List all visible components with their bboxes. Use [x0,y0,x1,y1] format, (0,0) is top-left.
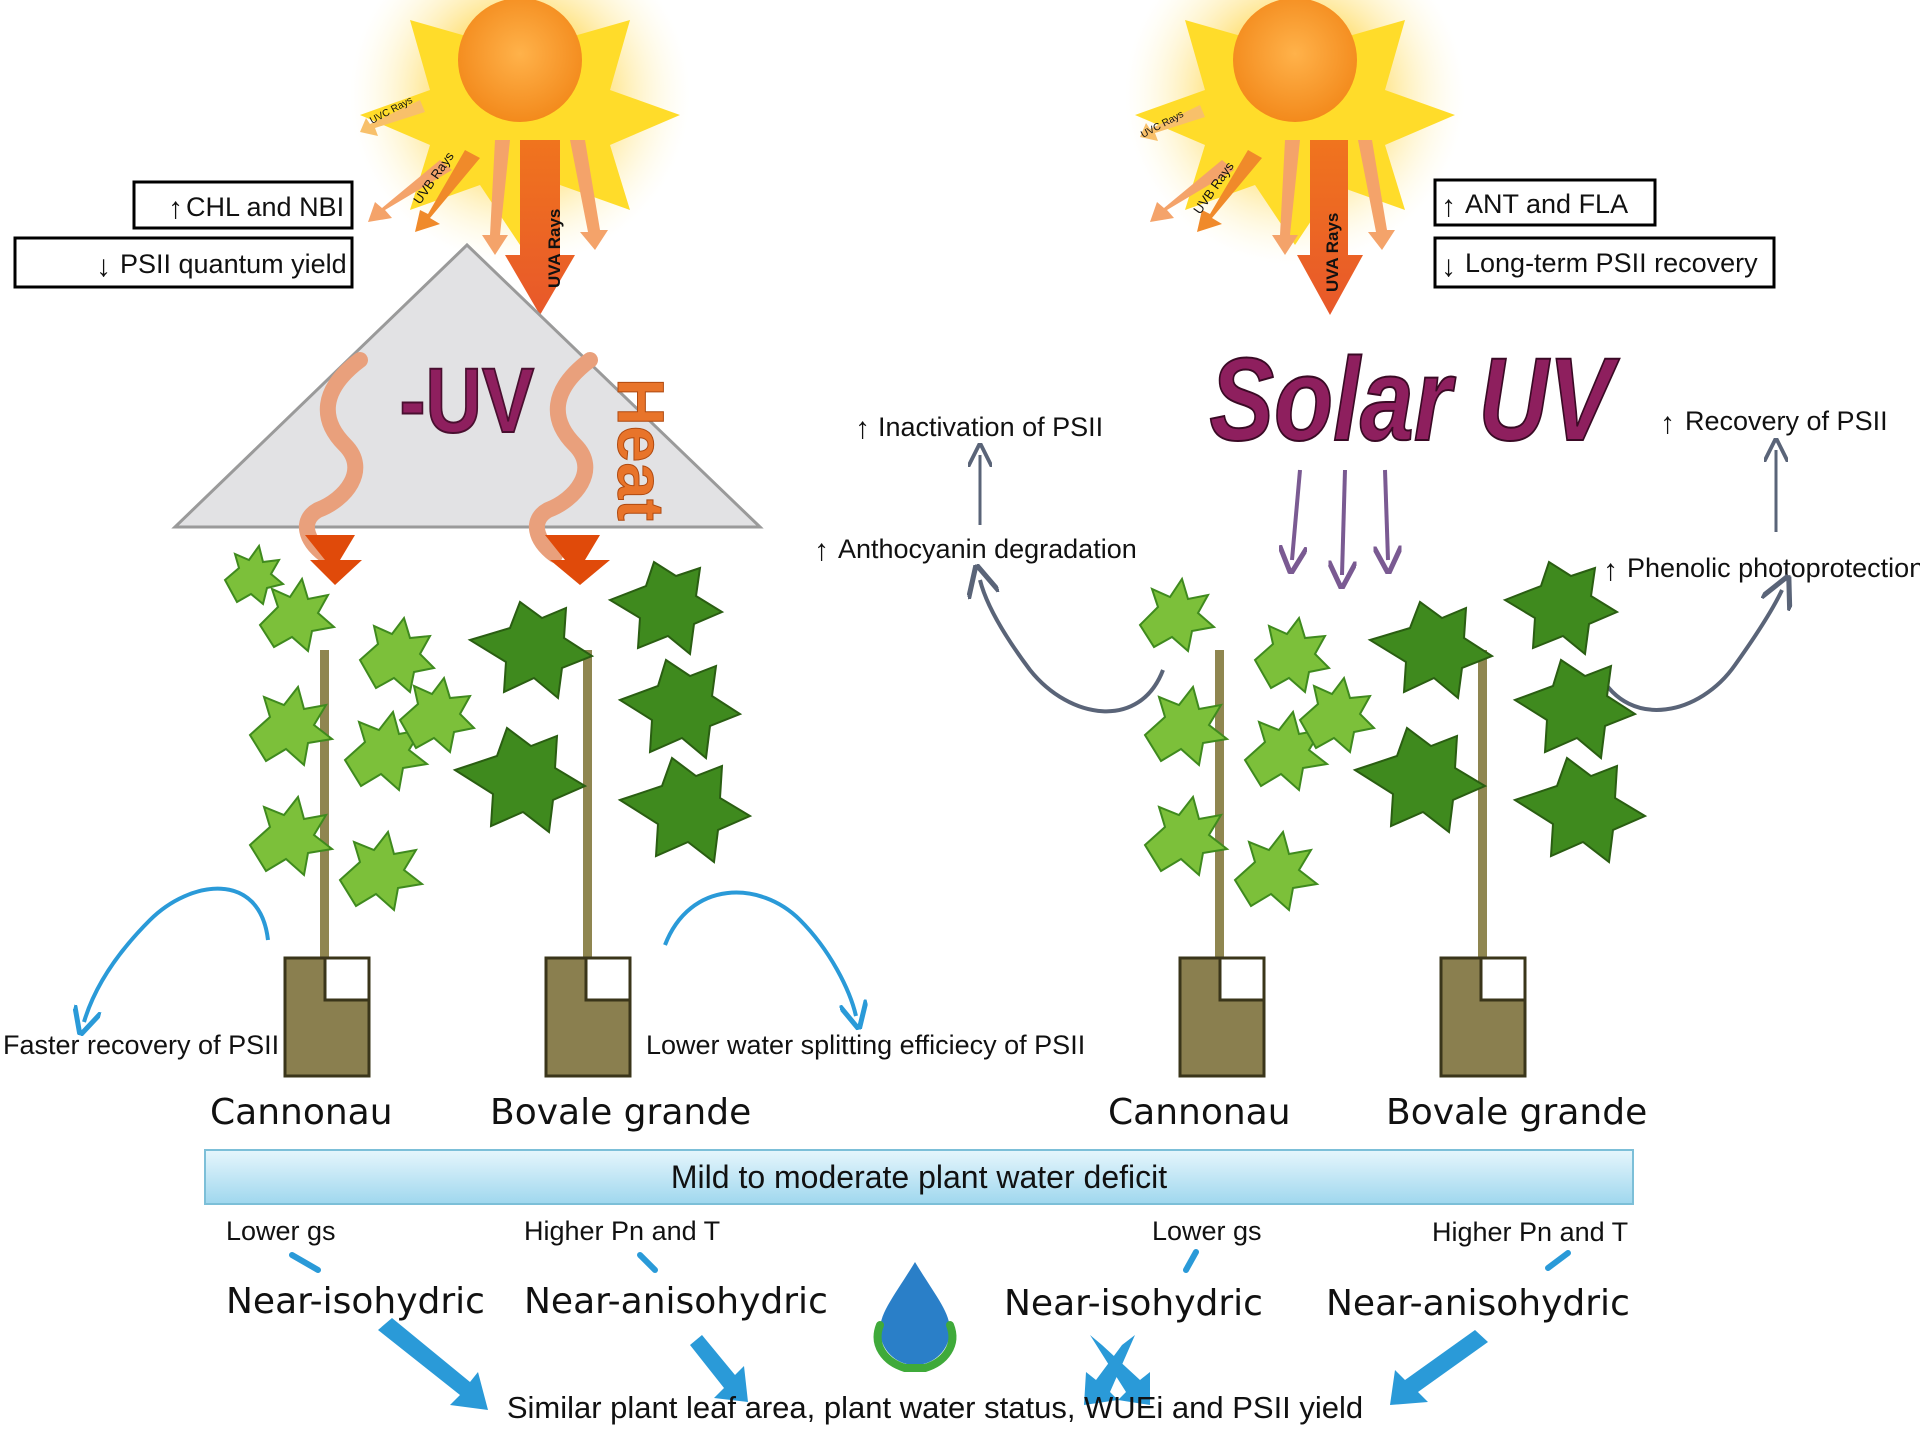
plant-bovale-right [1352,560,1648,1078]
cultivar-bovale-left: Bovale grande [490,1092,751,1133]
right-box-bottom: ↓ Long-term PSII recovery [1433,236,1776,289]
svg-text:↑: ↑ [168,192,183,225]
uv-rays-right [1140,105,1395,315]
minus-uv-label: -UV [400,350,535,452]
behavior-4: Near-anisohydric [1326,1283,1630,1324]
right-box-top-text: ANT and FLA [1465,189,1628,219]
uva-rays-label-right: UVA Rays [1323,213,1342,292]
svg-text:↑: ↑ [814,534,829,567]
water-drop-hands-icon [873,1262,957,1372]
lower-water-splitting-text: Lower water splitting efficiecy of PSII [646,1030,1085,1060]
plant-cannonau-left [223,543,477,1078]
left-box-top-text: CHL and NBI [186,192,344,222]
converging-blue-arrows [378,1318,1488,1410]
grey-curve-left [980,580,1165,714]
blue-curve-left [84,886,270,1022]
svg-text:↓: ↓ [1441,250,1456,283]
recovery-text: Recovery of PSII [1685,406,1888,436]
trait-2: Higher Pn and T [524,1216,720,1246]
left-box-top: ↑ CHL and NBI [132,180,354,230]
right-box-bottom-text: Long-term PSII recovery [1465,248,1758,278]
uv-filter-triangle [171,242,764,529]
svg-text:↑: ↑ [1603,554,1618,587]
svg-text:↑: ↑ [855,412,870,445]
water-deficit-text: Mild to moderate plant water deficit [671,1159,1167,1195]
water-deficit-banner [204,1149,1634,1205]
right-box-top: ↑ ANT and FLA [1433,178,1657,227]
annotation-phenolic: ↑ Phenolic photoprotection [1603,553,1920,587]
cultivar-cannonau-right: Cannonau [1108,1092,1291,1133]
blue-ticks [289,1249,1571,1273]
trait-3: Lower gs [1152,1216,1262,1246]
solar-uv-arrows [1292,469,1388,575]
plant-bovale-left [452,560,753,1078]
left-box-bottom: ↓ PSII quantum yield [13,236,354,289]
annotation-anthocyanin: ↑ Anthocyanin degradation [814,534,1137,567]
anthocyanin-text: Anthocyanin degradation [838,534,1137,564]
conclusion-text: Similar plant leaf area, plant water sta… [507,1390,1363,1425]
solar-uv-label: Solar UV [1210,333,1620,465]
faster-recovery-text: Faster recovery of PSII [3,1030,279,1060]
phenolic-text: Phenolic photoprotection [1627,553,1920,583]
annotation-inactivation: ↑ Inactivation of PSII [855,412,1103,445]
svg-text:↑: ↑ [1441,190,1456,223]
trait-4: Higher Pn and T [1432,1217,1628,1247]
svg-text:↓: ↓ [96,250,111,283]
behavior-3: Near-isohydric [1004,1283,1263,1324]
grey-curve-right [1598,590,1782,712]
heat-wave-left [298,352,368,585]
plant-cannonau-right [1138,576,1377,1078]
cultivar-bovale-right: Bovale grande [1386,1092,1647,1133]
inactivation-text: Inactivation of PSII [878,412,1103,442]
heat-label: Heat [604,378,678,521]
behavior-1: Near-isohydric [226,1281,485,1322]
uv-rays-left [360,100,608,315]
svg-text:↑: ↑ [1660,407,1675,440]
left-box-bottom-text: PSII quantum yield [120,249,347,279]
trait-1: Lower gs [226,1216,336,1246]
heat-wave-right [528,352,610,585]
cultivar-cannonau-left: Cannonau [210,1092,393,1133]
blue-curve-right [663,890,856,1016]
uva-rays-label-left: UVA Rays [545,209,564,288]
annotation-recovery: ↑ Recovery of PSII [1660,406,1888,440]
sun-icon-right [1125,0,1465,265]
sun-icon-left [350,0,690,265]
behavior-2: Near-anisohydric [524,1281,828,1322]
